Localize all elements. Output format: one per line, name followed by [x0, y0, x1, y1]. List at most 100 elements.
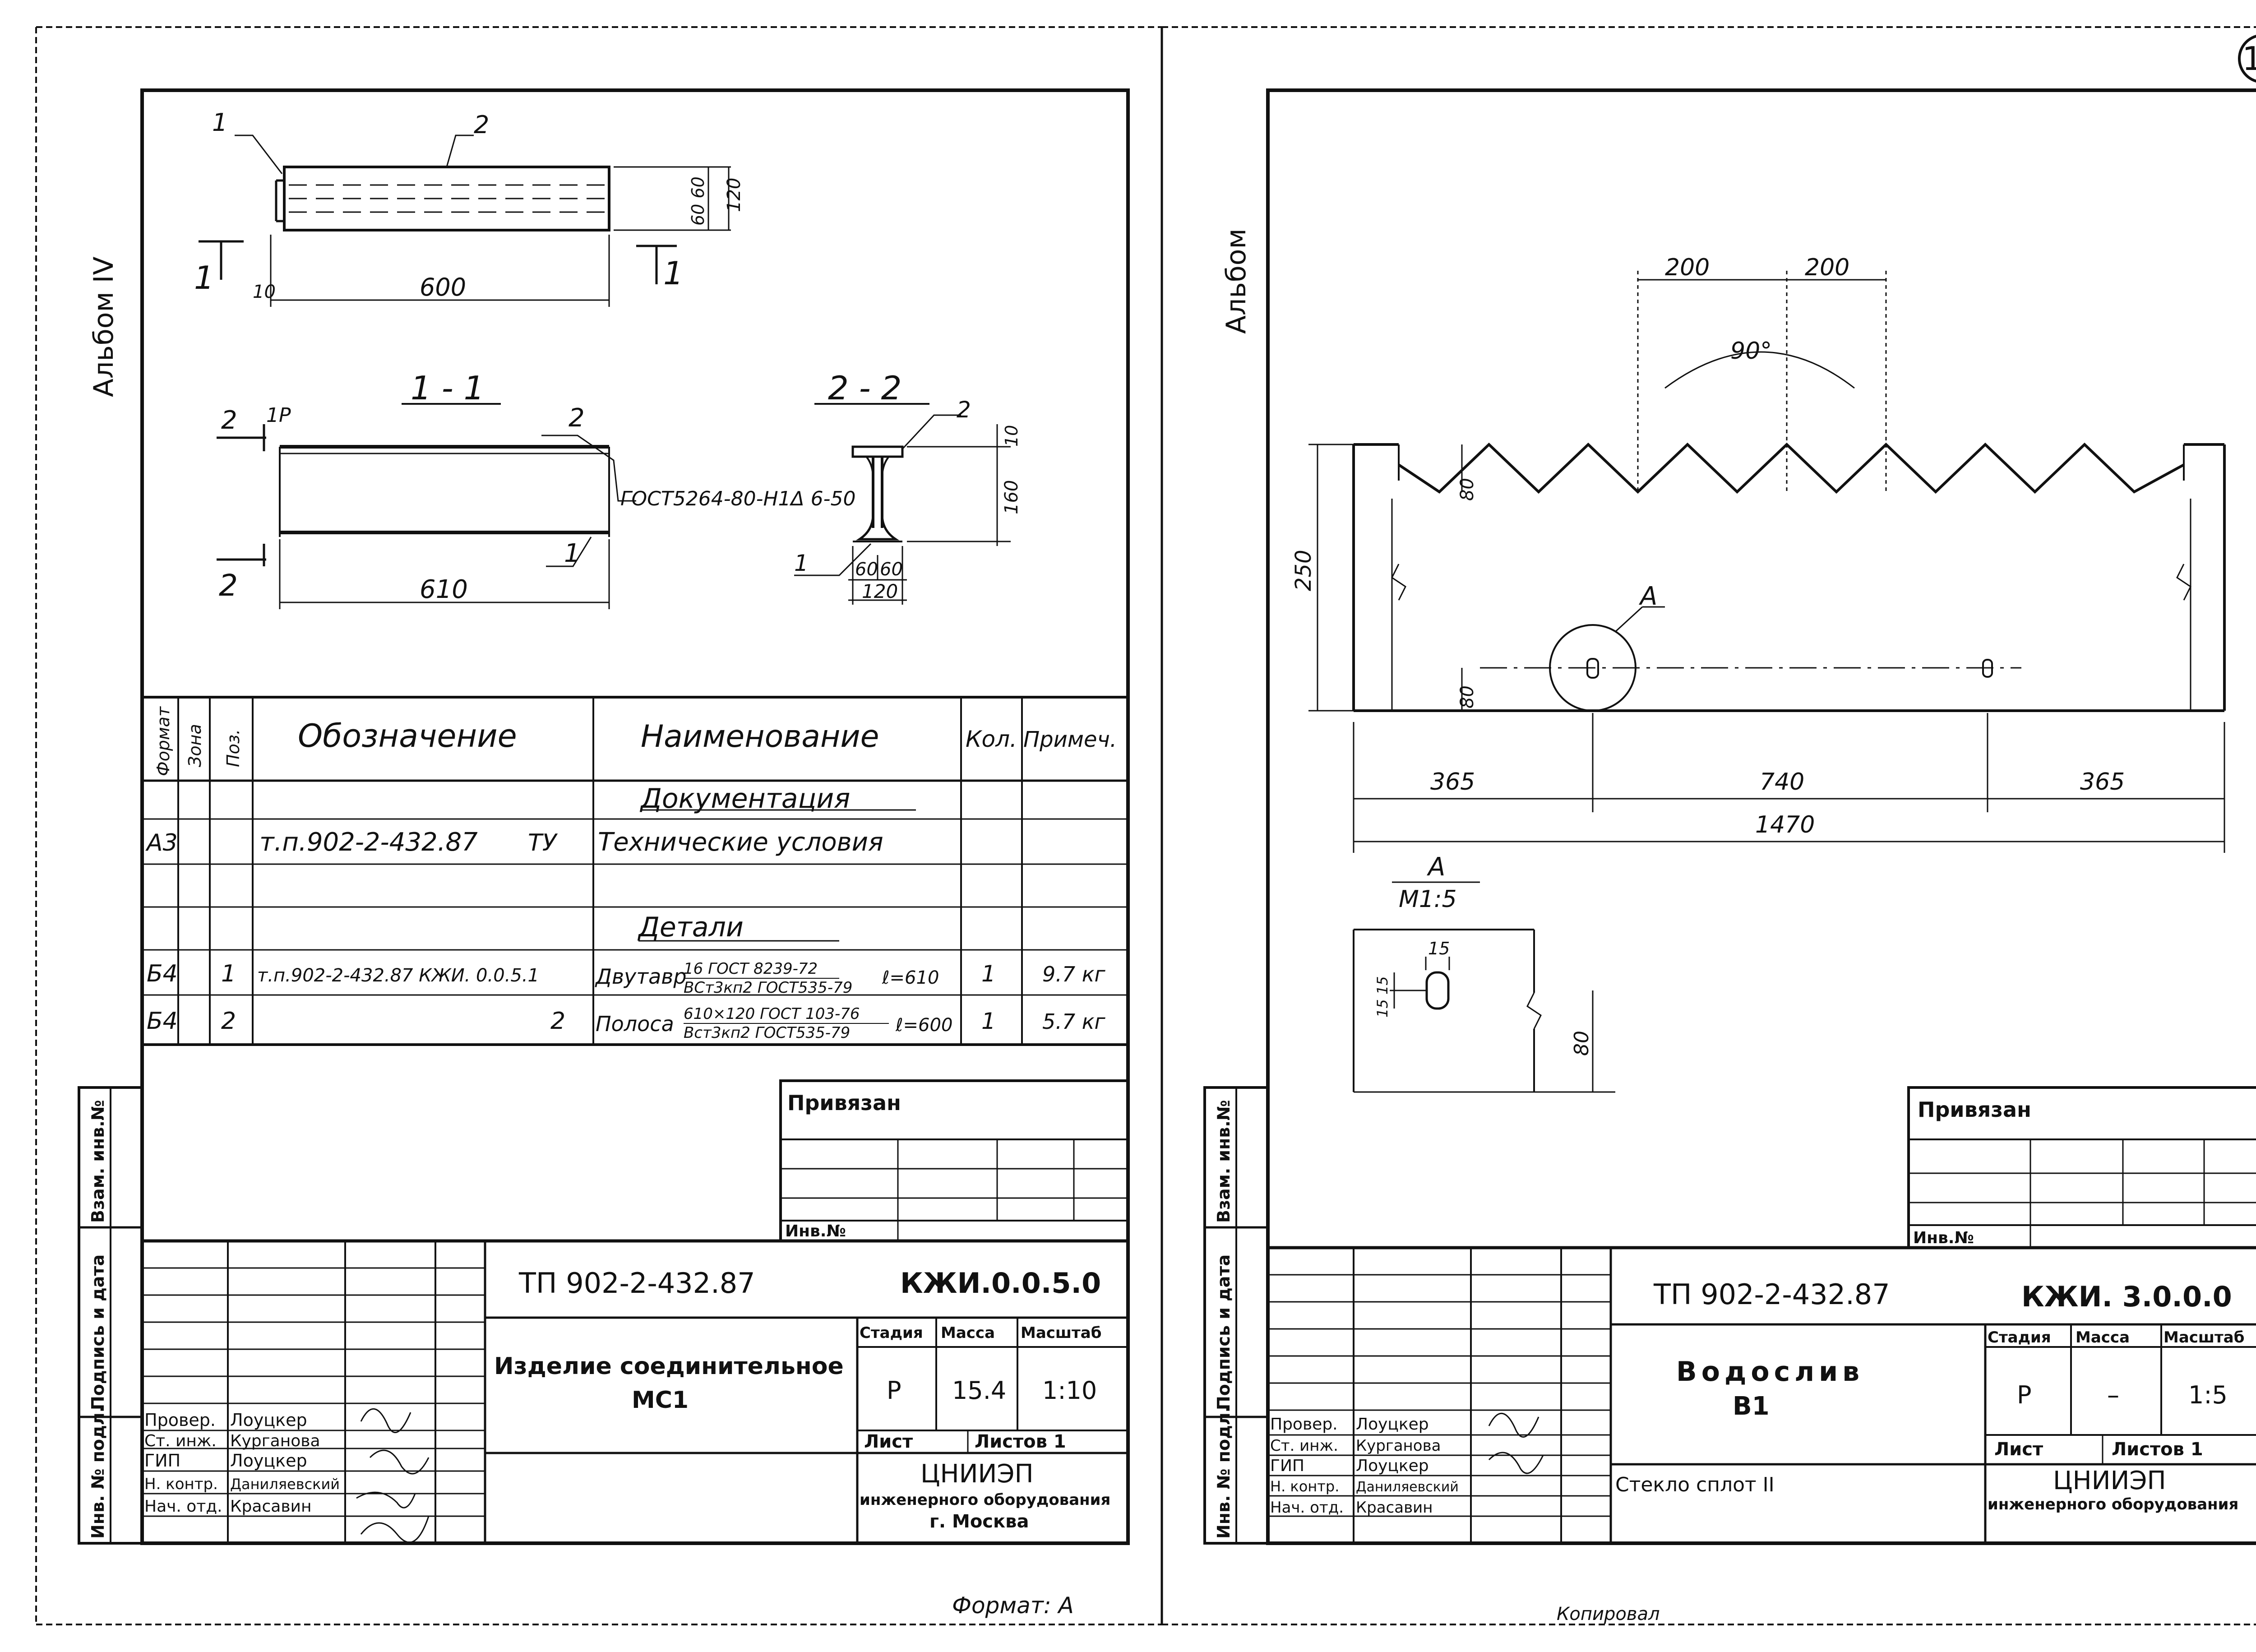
svg-text:Даниляевский: Даниляевский	[230, 1476, 340, 1493]
svg-text:1: 1	[794, 550, 809, 576]
svg-text:Курганова: Курганова	[1356, 1437, 1441, 1455]
svg-text:120: 120	[724, 178, 744, 212]
copied-note: Копировал	[1557, 1604, 1660, 1624]
right-bound-inv: Инв.№	[1913, 1229, 1974, 1247]
right-doc-mark: КЖИ. 3.0.0.0	[2021, 1280, 2232, 1313]
svg-text:Н. контр.: Н. контр.	[1270, 1478, 1339, 1495]
svg-text:1: 1	[981, 961, 996, 987]
svg-text:Р: Р	[887, 1376, 901, 1405]
album-label-left: Альбом IV	[88, 256, 120, 397]
svg-text:Даниляевский: Даниляевский	[1356, 1479, 1459, 1495]
svg-text:10: 10	[253, 282, 276, 302]
part-plan-labels: 1 2 600 10 60 60 120 1 1	[194, 108, 744, 302]
svg-text:740: 740	[1760, 768, 1804, 796]
svg-text:Лоуцкер: Лоуцкер	[230, 1451, 307, 1471]
svg-text:1:10: 1:10	[1042, 1376, 1097, 1405]
svg-text:Двутавр: Двутавр	[595, 964, 687, 989]
left-doc-code: ТП 902-2-432.87	[518, 1267, 755, 1300]
svg-text:Масса: Масса	[2076, 1328, 2130, 1347]
spec-header-format: Формат	[153, 706, 173, 776]
svg-text:Стекло сплот II: Стекло сплот II	[1615, 1473, 1775, 1496]
section-1-1-labels: 1 - 1 2 1Р 2 ГОСТ5264-80-Н1Δ 6-50 1 610 …	[219, 369, 856, 604]
left-side-stamp-text: Инв. № подл. Подпись и дата Взам. инв.№	[88, 1100, 108, 1539]
svg-text:инженерного оборудования: инженерного оборудования	[1988, 1495, 2238, 1513]
svg-text:ЦНИИЭП: ЦНИИЭП	[2053, 1466, 2166, 1495]
svg-text:Курганова: Курганова	[230, 1432, 320, 1450]
svg-text:Провер.: Провер.	[1270, 1415, 1338, 1434]
spec-section-parts: Детали	[637, 912, 744, 943]
svg-text:инженерного оборудования: инженерного оборудования	[860, 1491, 1110, 1509]
svg-text:ГИП: ГИП	[1270, 1457, 1304, 1475]
section-2-2	[794, 403, 1011, 605]
svg-text:Лист: Лист	[1994, 1439, 2043, 1460]
svg-text:Р: Р	[2017, 1381, 2032, 1409]
svg-text:Вст3кп2 ГОСТ535-79: Вст3кп2 ГОСТ535-79	[684, 1024, 850, 1042]
svg-text:Масштаб: Масштаб	[2164, 1328, 2244, 1347]
svg-text:1: 1	[194, 259, 214, 296]
right-title-block-text: ТП 902-2-432.87 КЖИ. 3.0.0.0 Водослив В1…	[1270, 1278, 2244, 1517]
svg-text:ГИП: ГИП	[144, 1451, 180, 1471]
svg-text:2: 2	[957, 397, 971, 423]
spec-header-note: Примеч.	[1023, 727, 1117, 752]
svg-text:1: 1	[663, 255, 684, 292]
spec-header-pos: Поз.	[223, 729, 243, 767]
svg-text:160: 160	[1001, 480, 1022, 514]
svg-text:80: 80	[1457, 478, 1478, 501]
left-doc-name-1: Изделие соединительное	[494, 1353, 844, 1380]
svg-text:т.п.902-2-432.87 КЖИ. 0.0.5.1: т.п.902-2-432.87 КЖИ. 0.0.5.1	[257, 965, 539, 986]
svg-text:13: 13	[2242, 40, 2256, 78]
svg-text:–: –	[2107, 1381, 2119, 1409]
svg-text:1470: 1470	[1755, 811, 1815, 838]
left-title-block	[140, 1239, 1130, 1545]
svg-text:2 - 2: 2 - 2	[828, 369, 901, 407]
svg-text:Красавин: Красавин	[1356, 1499, 1433, 1517]
svg-text:1: 1	[981, 1008, 996, 1034]
spec-table-text: Формат Зона Поз. Обозначение Наименовани…	[145, 706, 1117, 1042]
svg-text:80: 80	[1570, 1031, 1593, 1056]
svg-text:5.7 кг: 5.7 кг	[1042, 1009, 1106, 1034]
right-doc-name-1: Водослив	[1676, 1356, 1864, 1388]
album-label-right: Альбом	[1220, 228, 1252, 334]
svg-text:15: 15	[1428, 939, 1450, 958]
svg-text:Инв. № подл.: Инв. № подл.	[88, 1406, 108, 1539]
svg-text:60: 60	[880, 559, 903, 580]
svg-text:Технические условия: Технические условия	[598, 828, 883, 857]
svg-text:120: 120	[862, 580, 898, 602]
svg-text:2: 2	[221, 1008, 236, 1035]
svg-text:1 - 1: 1 - 1	[411, 369, 484, 407]
svg-text:Нач. отд.: Нач. отд.	[144, 1497, 222, 1516]
svg-text:610×120 ГОСТ 103-76: 610×120 ГОСТ 103-76	[684, 1005, 860, 1023]
svg-text:10: 10	[1002, 425, 1022, 447]
svg-text:Н. контр.: Н. контр.	[144, 1475, 218, 1493]
svg-text:ℓ=600: ℓ=600	[895, 1015, 952, 1036]
svg-text:250: 250	[1291, 550, 1316, 591]
left-format-note: Формат: А	[952, 1592, 1074, 1619]
svg-text:А: А	[1427, 852, 1445, 882]
svg-text:Лист: Лист	[864, 1431, 913, 1452]
svg-text:Нач. отд.: Нач. отд.	[1270, 1499, 1344, 1517]
svg-text:ГОСТ5264-80-Н1Δ 6-50: ГОСТ5264-80-Н1Δ 6-50	[620, 487, 856, 510]
svg-text:Лоуцкер: Лоуцкер	[230, 1410, 307, 1430]
svg-text:Провер.: Провер.	[144, 1410, 216, 1430]
detail-a	[1353, 881, 1615, 1093]
svg-text:Взам. инв.№: Взам. инв.№	[1214, 1100, 1234, 1223]
svg-text:365: 365	[2080, 768, 2125, 796]
svg-text:1: 1	[221, 960, 236, 987]
svg-text:600: 600	[420, 273, 466, 301]
svg-text:Б4: Б4	[147, 1008, 178, 1035]
svg-text:Лоуцкер: Лоуцкер	[1356, 1457, 1429, 1475]
svg-text:2: 2	[550, 1008, 565, 1035]
left-bound-title: Привязан	[787, 1091, 901, 1115]
svg-text:Листов 1: Листов 1	[975, 1431, 1066, 1452]
svg-text:90°: 90°	[1730, 338, 1772, 365]
part-plan-view	[199, 134, 731, 307]
sheet-number: 13	[2238, 35, 2256, 83]
weir-plate-drawing	[1308, 271, 2226, 853]
svg-text:Подпись и дата: Подпись и дата	[1214, 1254, 1234, 1410]
svg-text:1Р: 1Р	[266, 404, 291, 427]
svg-text:Подпись и дата: Подпись и дата	[88, 1254, 108, 1410]
svg-text:Масштаб: Масштаб	[1021, 1324, 1101, 1342]
svg-text:г. Москва: г. Москва	[929, 1511, 1029, 1532]
spec-section-docs: Документация	[639, 783, 850, 814]
